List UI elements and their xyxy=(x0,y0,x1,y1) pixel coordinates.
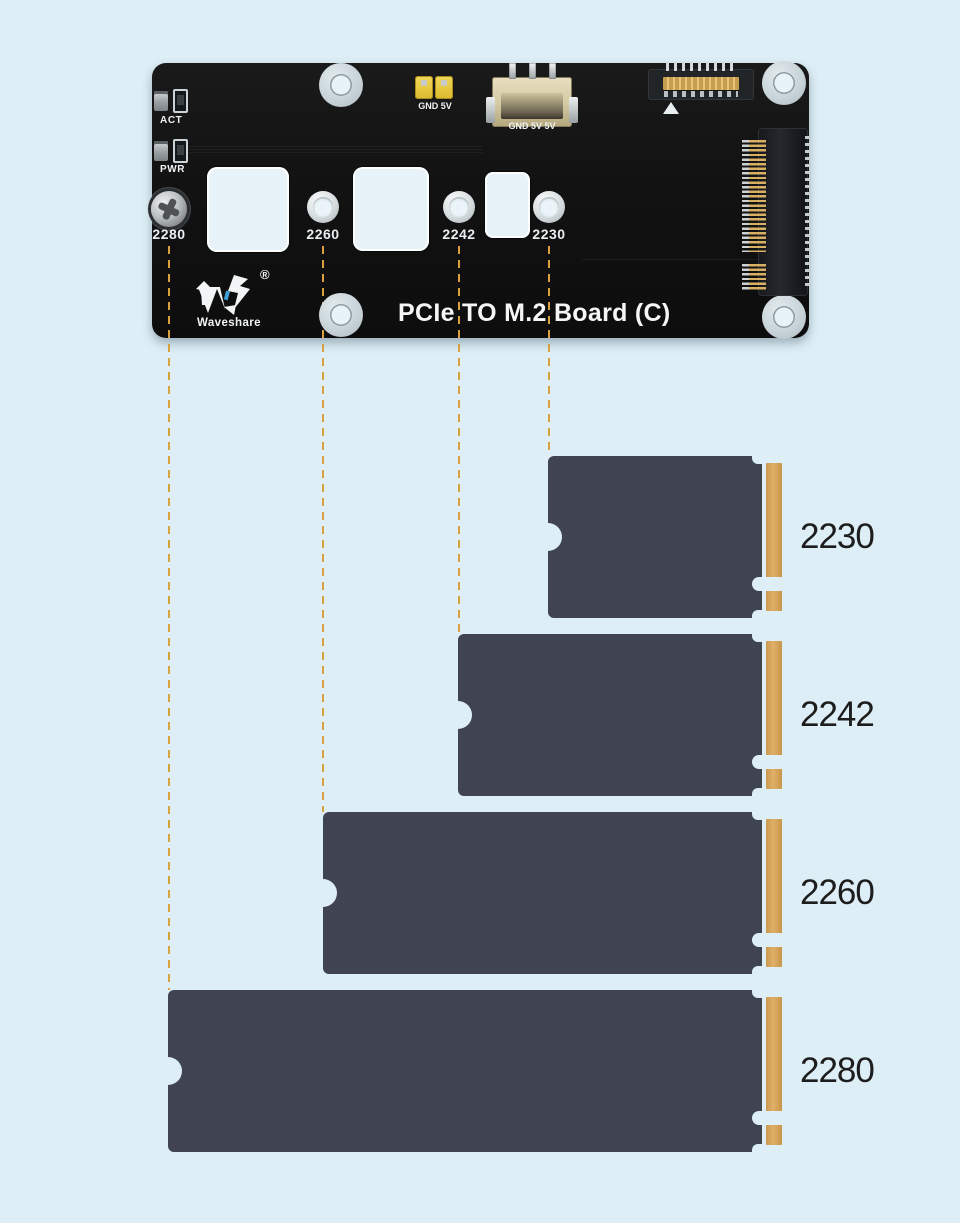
standoff-hole-2230 xyxy=(533,191,565,223)
jumper-cap xyxy=(415,76,433,99)
connector-clip xyxy=(486,97,495,123)
standoff-label-2260: 2260 xyxy=(306,226,340,242)
ssd-gold-edge xyxy=(766,641,782,789)
pcb-components: ACT PWR GND 5V GND 5V 5V xyxy=(151,61,811,339)
board-cutout xyxy=(207,167,289,252)
led-icon xyxy=(154,141,168,161)
connector-slot xyxy=(508,105,517,117)
board-title: PCIe TO M.2 Board (C) xyxy=(398,299,671,327)
m2-socket-pins xyxy=(742,264,766,290)
connector-slot xyxy=(548,105,557,117)
connector-pin xyxy=(549,63,556,79)
ssd-silhouette-2260 xyxy=(309,812,783,974)
pcb-trace xyxy=(178,149,483,150)
resistor-icon xyxy=(173,89,188,113)
m2-socket-pads xyxy=(805,136,811,288)
m2-socket xyxy=(742,128,811,296)
ssd-size-label-2242: 2242 xyxy=(800,695,875,734)
ssd-silhouette-2242 xyxy=(444,634,783,796)
mounting-hole xyxy=(762,295,806,339)
act-led-components xyxy=(154,89,190,113)
board-cutout xyxy=(485,172,530,238)
connector-pin xyxy=(509,63,516,79)
standoff-label-2242: 2242 xyxy=(442,226,476,242)
connector-slot xyxy=(528,105,537,117)
ssd-corner-step xyxy=(752,610,762,618)
ssd-gold-edge xyxy=(766,997,782,1145)
ssd-mount-notch xyxy=(154,1057,182,1085)
ssd-corner-step xyxy=(752,788,762,796)
ssd-corner-step xyxy=(752,1144,762,1152)
ssd-gold-edge xyxy=(766,463,782,611)
board-cutout xyxy=(353,167,429,251)
standoff-hole-2260 xyxy=(307,191,339,223)
pcb-trace xyxy=(178,152,483,153)
pcb-trace xyxy=(178,146,483,147)
ssd-corner-step xyxy=(752,966,762,974)
resistor-icon xyxy=(173,139,188,163)
registered-mark: ® xyxy=(260,267,270,282)
jumper-cap xyxy=(435,76,453,99)
mounting-hole xyxy=(319,63,363,107)
led-icon xyxy=(154,91,168,111)
ssd-corner-step xyxy=(752,990,762,998)
waveshare-logo-icon xyxy=(190,273,268,317)
guide-line-2242 xyxy=(458,246,460,634)
mounting-hole xyxy=(319,293,363,337)
power-jumper xyxy=(415,76,455,100)
standoff-hole-2242 xyxy=(443,191,475,223)
connector-pin xyxy=(529,63,536,79)
ssd-gold-edge xyxy=(766,819,782,967)
mounting-hole xyxy=(762,61,806,105)
fpc-connector xyxy=(648,62,754,100)
ssd-mount-notch xyxy=(534,523,562,551)
standoff-label-2280: 2280 xyxy=(152,226,186,242)
brand-name: Waveshare xyxy=(197,317,261,329)
fpc-pads xyxy=(664,91,738,97)
standoff-label-2230: 2230 xyxy=(532,226,566,242)
ssd-corner-step xyxy=(752,634,762,642)
ssd-mount-notch xyxy=(309,879,337,907)
m2-socket-pins xyxy=(742,140,766,252)
fpc-gold-contacts xyxy=(663,77,739,90)
ssd-key-notch xyxy=(752,577,783,591)
pwr-led-components xyxy=(154,139,190,163)
power-connector xyxy=(486,63,578,127)
ssd-silhouette-2230 xyxy=(534,456,783,618)
power-connector-label: GND 5V 5V xyxy=(508,121,556,131)
act-led-label: ACT xyxy=(160,115,183,126)
connector-clip xyxy=(569,97,578,123)
mounting-screw xyxy=(151,191,187,227)
guide-line-2280 xyxy=(168,246,170,990)
guide-line-2230 xyxy=(548,246,550,456)
ssd-silhouette-2280 xyxy=(154,990,783,1152)
guide-line-2260 xyxy=(322,246,324,812)
pin1-triangle-icon xyxy=(663,102,679,114)
pwr-led-label: PWR xyxy=(160,164,186,175)
fpc-pins xyxy=(666,62,736,71)
ssd-mount-notch xyxy=(444,701,472,729)
pcb-trace xyxy=(582,259,762,260)
jumper-label: GND 5V xyxy=(418,101,452,111)
ssd-size-label-2230: 2230 xyxy=(800,517,875,556)
ssd-size-label-2280: 2280 xyxy=(800,1051,875,1090)
ssd-corner-step xyxy=(752,456,762,464)
ssd-key-notch xyxy=(752,755,783,769)
ssd-corner-step xyxy=(752,812,762,820)
ssd-size-label-2260: 2260 xyxy=(800,873,875,912)
ssd-key-notch xyxy=(752,1111,783,1125)
ssd-key-notch xyxy=(752,933,783,947)
